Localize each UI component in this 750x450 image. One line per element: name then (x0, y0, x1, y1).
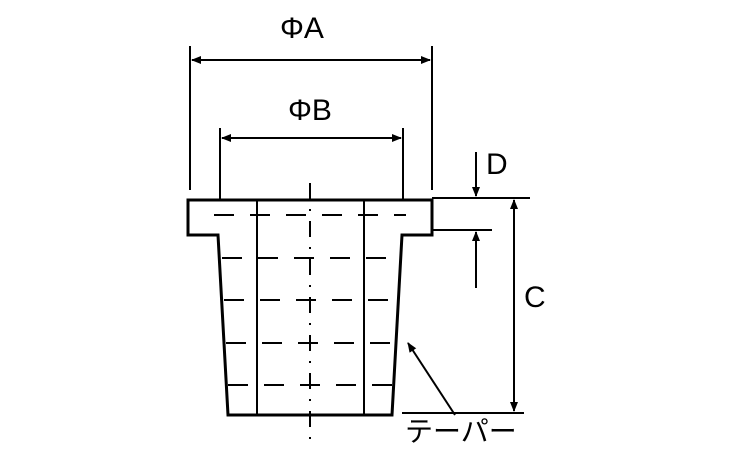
dimension-d (432, 152, 492, 288)
dimension-b (219, 128, 404, 200)
label-dim-c: C (524, 281, 546, 314)
taper-leader (407, 342, 456, 416)
label-taper: テーパー (405, 416, 517, 447)
label-dim-b: ΦB (288, 94, 332, 127)
dimension-a (189, 46, 433, 190)
dimension-c (402, 197, 530, 414)
label-dim-a: ΦA (280, 12, 324, 45)
part-outline (186, 198, 434, 417)
label-dim-d: D (486, 148, 508, 181)
